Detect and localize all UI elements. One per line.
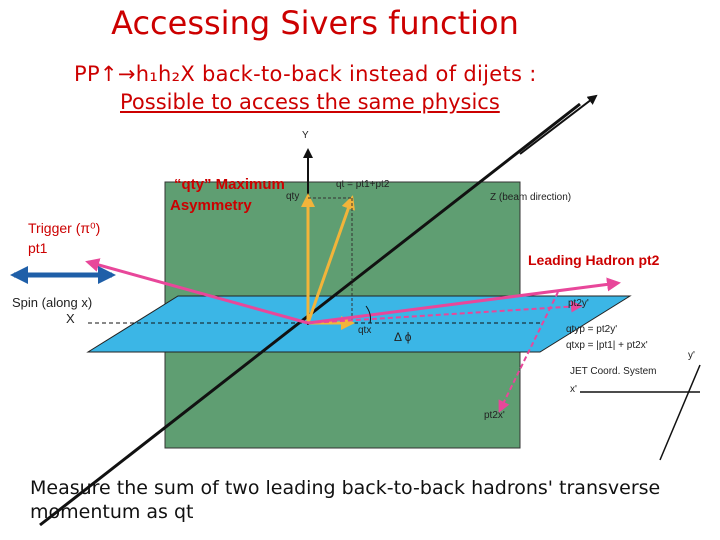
qty-label: qty [286,191,300,202]
trigger-pt1-arrow [85,258,309,325]
spin-x-label: X [66,311,75,326]
blue-plane [86,295,632,353]
slide-title: Accessing Sivers function [111,4,519,42]
trigger-label: Trigger (π⁰) [28,220,101,236]
y-prime-label: y' [688,350,695,361]
footer-text: Measure the sum of two leading back-to-b… [30,477,661,523]
pt2y-label: pt2y' [568,298,589,309]
qtx-label: qtx [358,325,372,336]
y-axis-label: Y [302,130,309,141]
spin-label: Spin (along x) [12,295,93,310]
pt1-label: pt1 [28,240,48,256]
pt2y-dashed-arrow [307,300,583,324]
delta-phi-label: Δ ϕ [394,330,412,344]
pt2x-dashed-arrow [498,291,559,413]
asymmetry-label: Asymmetry [170,197,252,214]
z-beam-label: Z (beam direction) [490,192,572,203]
jet-coord-y-axis [659,364,701,461]
leading-hadron-label: Leading Hadron pt2 [528,252,660,268]
subtitle-line1: PP↑→h₁h₂X back-to-back instead of dijets… [74,62,537,86]
jet-coord-label: JET Coord. System [570,366,657,377]
x-prime-label: x' [570,384,577,395]
qt-arrow [306,195,355,324]
leading-hadron-pt2-arrow [307,277,621,325]
z-axis-arrow [519,94,598,155]
qtyp-label: qtyp = pt2y' [566,324,618,335]
qt-sum-label: qt = pt1+pt2 [336,179,390,190]
qtxp-label: qtxp = |pt1| + pt2x' [566,340,648,351]
delta-phi-arc [365,305,371,324]
pt2x-label: pt2x' [484,410,505,421]
qty-maximum-label: “qty” Maximum [174,176,285,193]
subtitle-line2: Possible to access the same physics [120,90,500,114]
